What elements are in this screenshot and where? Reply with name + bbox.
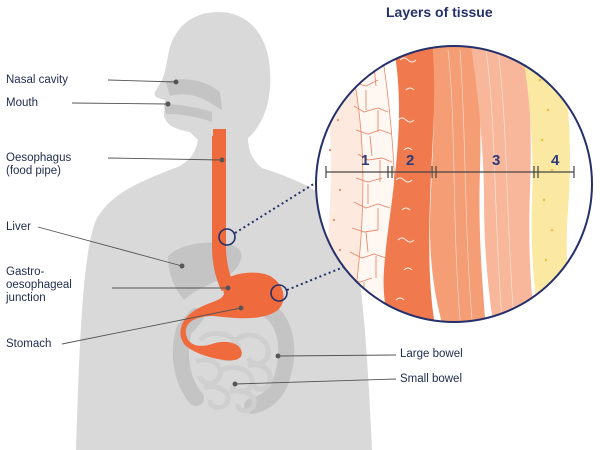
zoom-connector-upper <box>234 179 321 234</box>
leader-lines <box>37 79 397 387</box>
mouth-shape <box>164 104 212 122</box>
layer-1-number: 1 <box>361 152 369 169</box>
layer-2-fill <box>383 46 436 322</box>
small-bowel-label: Small bowel <box>400 373 462 385</box>
cell-layer <box>344 46 396 322</box>
layer-3b-fill <box>470 46 536 322</box>
layer-2-texture <box>395 57 417 301</box>
gej-label-line2: oesophageal <box>6 279 72 291</box>
layer-2-number: 2 <box>406 152 414 169</box>
large-bowel-label: Large bowel <box>400 348 463 360</box>
oesophagus-label: Oesophagus <box>6 152 72 164</box>
layer-1-texture <box>328 88 342 252</box>
gej-magnifier-ring <box>270 284 288 302</box>
mouth-label: Mouth <box>6 97 38 109</box>
gej-label-line3: junction <box>6 292 46 304</box>
layers-of-tissue-title: Layers of tissue <box>386 4 493 20</box>
oesophagus-sublabel: (food pipe) <box>6 165 61 177</box>
liver-label: Liver <box>6 221 31 233</box>
tissue-zoom-circle <box>316 46 592 322</box>
stomach-shape <box>180 272 284 361</box>
zoom-circle-border <box>315 45 593 323</box>
nasal-cavity-label: Nasal cavity <box>6 74 68 86</box>
gej-label-line1: Gastro- <box>6 266 45 278</box>
small-bowel-shape <box>194 331 273 414</box>
layer-3-number: 3 <box>492 152 500 169</box>
stomach-label: Stomach <box>6 338 52 350</box>
oesophagus-magnifier-ring <box>218 228 236 246</box>
layer-3a-fill <box>430 46 486 322</box>
layer-measure-bars <box>325 166 575 178</box>
layer-4-number: 4 <box>551 152 560 169</box>
nasal-cavity-shape <box>166 79 222 110</box>
layer-3-texture <box>447 49 515 321</box>
